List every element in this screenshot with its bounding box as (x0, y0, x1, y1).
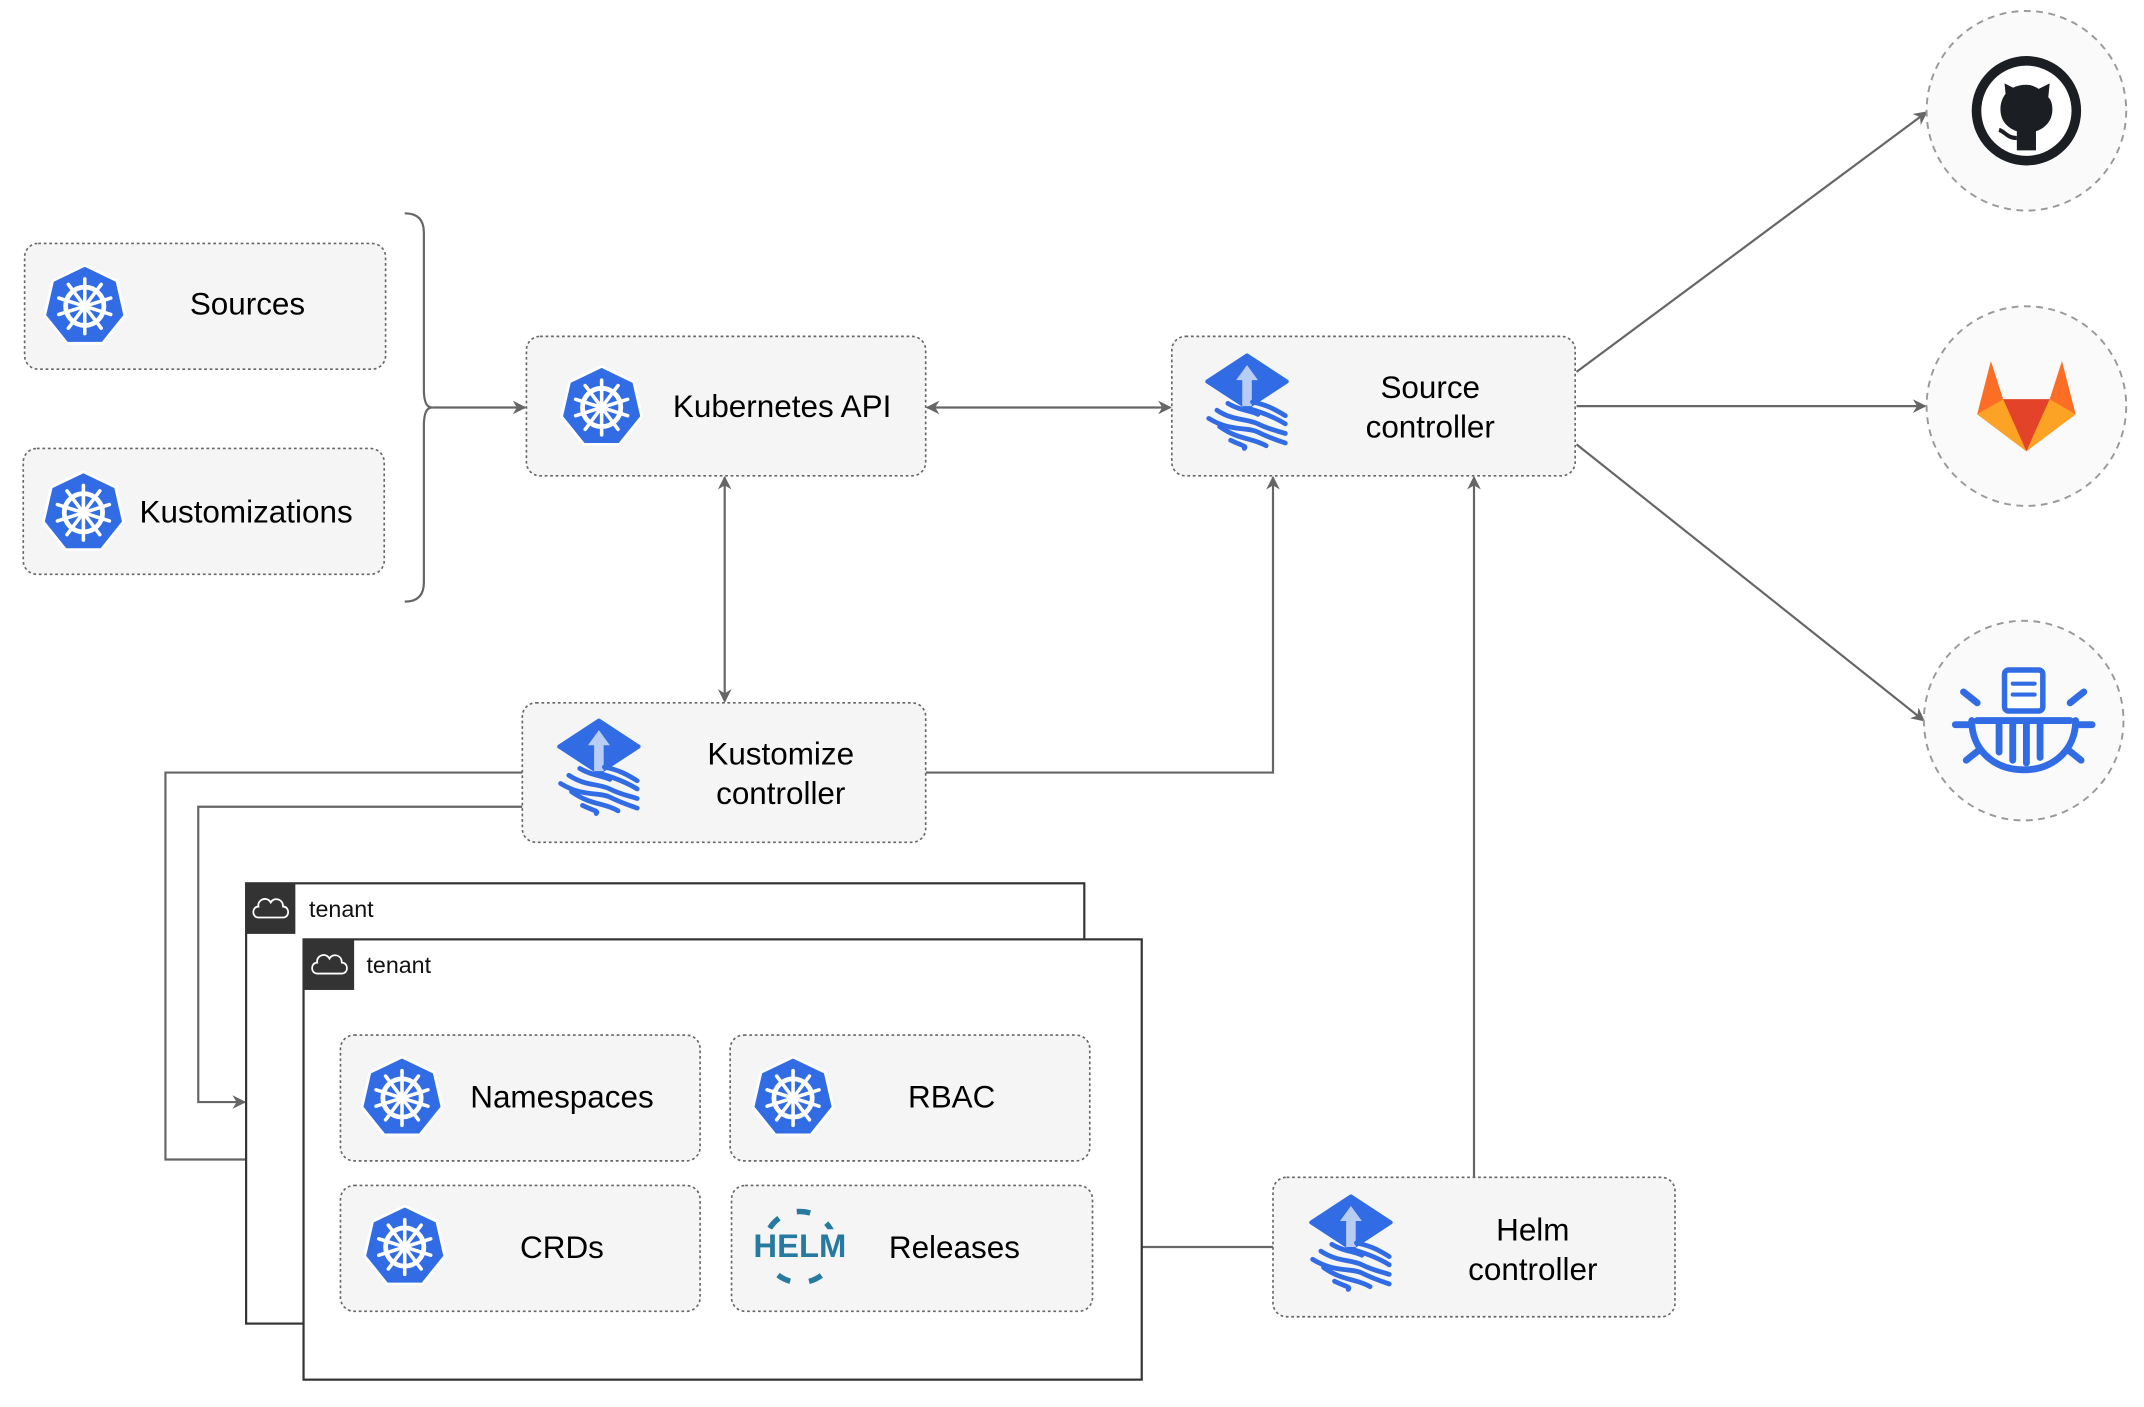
edge-kustomize-to-tenant-outer (197, 805, 523, 1109)
node-sources[interactable]: Sources (23, 242, 387, 371)
node-kustomize-controller[interactable]: Kustomize controller (521, 701, 927, 844)
brace (404, 212, 433, 603)
node-label: Namespaces (470, 1080, 653, 1115)
helm-icon: HELM (753, 1208, 847, 1286)
tenant-label: tenant (309, 896, 374, 922)
node-label: Sources (190, 287, 305, 322)
node-label-line1: Helm (1496, 1212, 1569, 1247)
node-label-line2: controller (716, 776, 845, 811)
node-label-line1: Source (1380, 370, 1480, 405)
gitlab-icon (1977, 360, 2076, 452)
node-releases[interactable]: HELM Releases (730, 1184, 1094, 1313)
bucket-icon (1951, 667, 2096, 774)
node-rbac[interactable]: RBAC (729, 1034, 1091, 1162)
node-namespaces[interactable]: Namespaces (339, 1034, 701, 1162)
node-label: CRDs (520, 1230, 604, 1265)
external-gitlab[interactable] (1925, 305, 2128, 507)
github-icon (1971, 56, 2082, 166)
node-label-line1: Kustomize (707, 736, 854, 771)
tenant-label: tenant (366, 952, 431, 978)
edge-kustomize-to-source (925, 475, 1280, 774)
svg-text:HELM: HELM (753, 1227, 846, 1264)
node-label: Kustomizations (140, 494, 353, 529)
external-bucket[interactable] (1922, 619, 2125, 822)
node-label-line2: controller (1366, 410, 1495, 445)
node-kubernetes-api[interactable]: Kubernetes API (525, 335, 927, 477)
node-source-controller[interactable]: Source controller (1170, 335, 1577, 477)
node-kustomizations[interactable]: Kustomizations (22, 447, 386, 576)
node-label: Releases (889, 1230, 1020, 1265)
external-github[interactable] (1925, 9, 2128, 212)
node-label: RBAC (908, 1080, 995, 1115)
node-label-line2: controller (1468, 1252, 1597, 1287)
node-crds[interactable]: CRDs (339, 1184, 701, 1313)
edge-kustomize-to-tenant-inner (164, 771, 523, 1167)
edge-source-to-bucket (1575, 443, 1925, 722)
node-helm-controller[interactable]: Helm controller (1272, 1176, 1676, 1318)
node-label: Kubernetes API (673, 389, 891, 424)
edge-source-to-github (1575, 111, 1928, 373)
